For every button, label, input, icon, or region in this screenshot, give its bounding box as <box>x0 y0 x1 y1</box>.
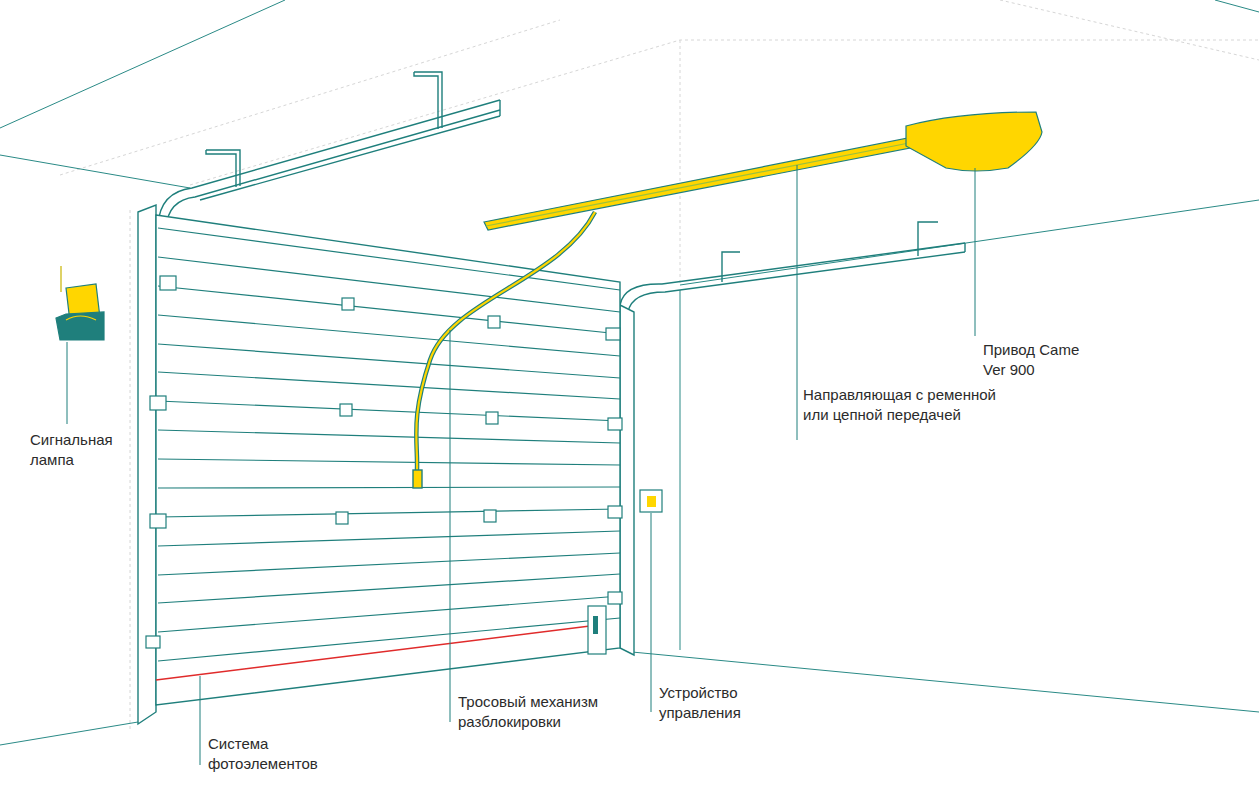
drive-unit <box>906 112 1042 171</box>
release-cable <box>413 212 595 488</box>
rail-bracket <box>722 252 740 282</box>
ceiling-edge <box>1215 0 1259 12</box>
door-panels <box>158 228 620 661</box>
ceiling-guide <box>60 20 560 175</box>
leader-line <box>651 513 652 712</box>
part-label: Система фотоэлементов <box>208 734 368 773</box>
hinge <box>606 328 620 340</box>
cable-outline <box>416 212 595 470</box>
panel-line <box>158 509 620 517</box>
room-edges <box>0 0 1259 745</box>
drive-rail <box>484 138 910 230</box>
rail <box>158 100 500 225</box>
rail-bracket <box>206 150 236 187</box>
rail <box>200 116 500 200</box>
lamp-detail <box>66 316 96 320</box>
hinge <box>488 316 500 328</box>
panel-line <box>158 553 620 575</box>
panel-line <box>158 459 620 465</box>
lamp-antenna <box>60 266 61 292</box>
cable-handle <box>413 470 422 488</box>
ceiling-edge <box>680 200 1259 285</box>
hinge <box>336 512 348 524</box>
floor-edge <box>632 652 1259 712</box>
guide-rail-belt <box>486 143 909 226</box>
floor-edge <box>0 722 138 745</box>
hinge <box>486 412 498 424</box>
control-button <box>647 496 656 507</box>
photocell-lens <box>593 616 598 634</box>
panel-line <box>158 618 620 661</box>
leader-lines <box>67 165 975 765</box>
panel-line <box>158 430 620 443</box>
part-label: Тросовый механизм разблокировки <box>458 692 633 731</box>
hinge <box>608 592 622 604</box>
rail <box>166 110 500 228</box>
leader-line <box>200 676 201 765</box>
hinge <box>342 298 354 310</box>
panel-line <box>158 372 620 399</box>
wall-corner <box>680 290 681 650</box>
hinge <box>160 276 176 290</box>
drive-body <box>906 112 1042 171</box>
panel-line <box>158 344 620 378</box>
leader-line <box>797 165 798 440</box>
part-label: Привод Came Ver 900 <box>983 340 1083 379</box>
hinge <box>608 506 622 518</box>
hinge <box>146 636 160 648</box>
leader-line <box>450 330 451 722</box>
photocells <box>156 606 606 680</box>
wall-guide <box>130 210 131 730</box>
panel-line <box>158 531 620 546</box>
lamp-base <box>56 312 104 340</box>
panel-line <box>158 574 620 603</box>
rail-bracket <box>206 150 240 186</box>
rail <box>499 100 500 116</box>
part-label: Сигнальная лампа <box>30 430 130 469</box>
panel-line <box>158 401 620 421</box>
room-lines <box>60 0 1259 730</box>
ceiling-guide <box>190 40 1259 185</box>
cable <box>416 212 595 470</box>
hinge <box>150 514 166 528</box>
rail-bracket <box>414 72 438 129</box>
hinge <box>608 418 622 430</box>
hinge <box>484 510 496 522</box>
panel-line <box>158 257 620 312</box>
hinge <box>150 396 166 410</box>
rail-bracket <box>414 72 442 128</box>
panel-line <box>158 315 620 356</box>
door-frame <box>138 205 634 724</box>
ceiling-edge <box>0 155 190 188</box>
control-device <box>640 490 662 512</box>
ceiling-edge <box>0 0 285 128</box>
hinge <box>340 404 352 416</box>
signal-lamp <box>56 266 104 340</box>
leader-line <box>67 342 68 424</box>
rail-bracket <box>918 222 938 256</box>
part-label: Направляющая с ременной или цепной перед… <box>803 385 1008 424</box>
rail <box>964 243 965 252</box>
ceiling-guide <box>680 40 681 285</box>
door-leaf <box>156 215 620 705</box>
leader-line <box>975 168 976 336</box>
panel-line <box>158 596 620 632</box>
panel-line <box>158 487 620 488</box>
panel-line <box>158 286 620 334</box>
photocell-beam <box>156 626 590 680</box>
part-label: Устройство управления <box>659 683 769 722</box>
rail <box>620 243 965 305</box>
photocell <box>588 606 606 654</box>
guide-rail <box>484 138 910 230</box>
door-hinges <box>146 276 622 648</box>
ceiling-guide <box>1000 0 1259 60</box>
control-box <box>640 490 662 512</box>
